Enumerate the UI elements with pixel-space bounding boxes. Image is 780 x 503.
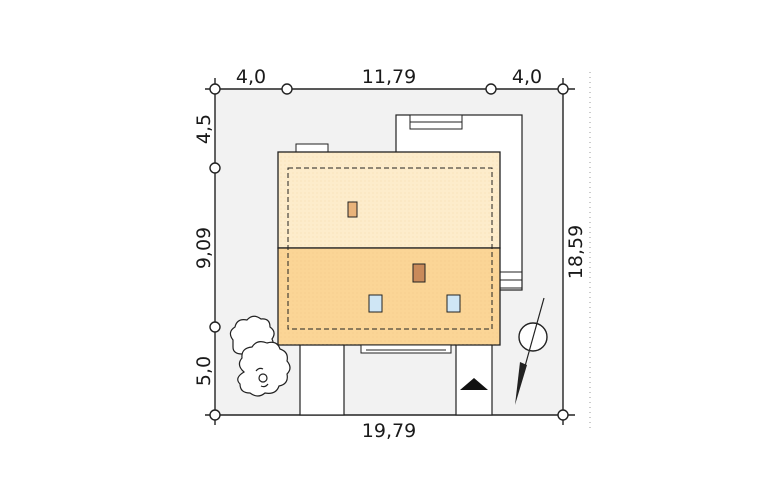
tree-icon [229, 315, 291, 397]
dim-bottom: 19,79 [362, 420, 416, 442]
dimension-nodes [209, 83, 569, 421]
dim-top-right: 4,0 [512, 66, 542, 88]
chimney-icon [412, 263, 426, 283]
dimension-labels: 4,0 11,79 4,0 19,79 4,5 9,09 5,0 18,59 [193, 66, 587, 442]
dimension-lines [205, 78, 575, 425]
dim-left-bottom: 5,0 [193, 356, 215, 386]
dim-top-middle: 11,79 [362, 66, 416, 88]
porch [360, 344, 452, 354]
dim-left-middle: 9,09 [193, 227, 215, 269]
skylight-icon [446, 294, 461, 313]
dim-left-top: 4,5 [193, 114, 215, 144]
dim-right: 18,59 [565, 225, 587, 279]
entrance-triangle-icon [460, 378, 488, 390]
compass-north-arrow-icon [515, 297, 548, 405]
skylight-icon [368, 294, 383, 313]
driveway [299, 339, 493, 416]
house-roof [277, 151, 501, 346]
roof-vent [295, 143, 329, 153]
chimney-icon [347, 201, 358, 218]
dim-top-left: 4,0 [236, 66, 266, 88]
